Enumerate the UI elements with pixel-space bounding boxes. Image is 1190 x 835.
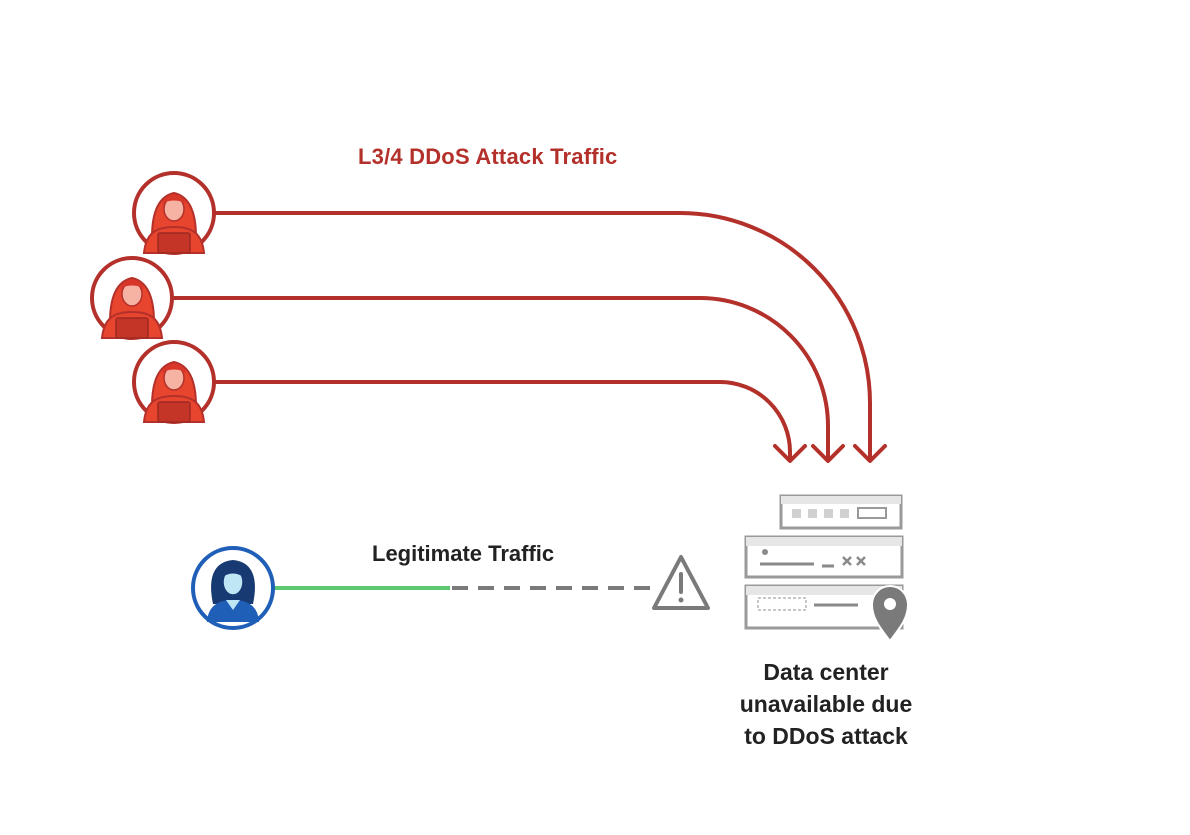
attack-arrow-3 [214,380,792,462]
attacker-1-icon [132,171,216,255]
location-pin-icon [870,584,910,643]
legitimate-traffic-label: Legitimate Traffic [372,541,555,566]
caption-line-2: unavailable due [739,691,913,717]
attack-arrow-2 [172,296,830,462]
attack-arrow-1 [214,211,872,462]
attack-arrow-2-head [811,444,845,463]
attacker-3-icon [132,340,216,424]
data-center-caption: Data center unavailable due to DDoS atta… [700,656,952,752]
legitimate-user-icon [191,546,275,630]
attack-arrow-1-head [853,444,887,463]
caption-line-1: Data center [763,659,889,685]
attacker-2-icon [90,256,174,340]
caption-line-3: to DDoS attack [744,723,908,749]
attack-arrows [172,211,887,463]
server-stack-icon [744,494,904,630]
attack-traffic-label: L3/4 DDoS Attack Traffic [358,144,618,169]
attack-arrow-3-head [773,444,807,463]
warning-icon [652,555,710,610]
